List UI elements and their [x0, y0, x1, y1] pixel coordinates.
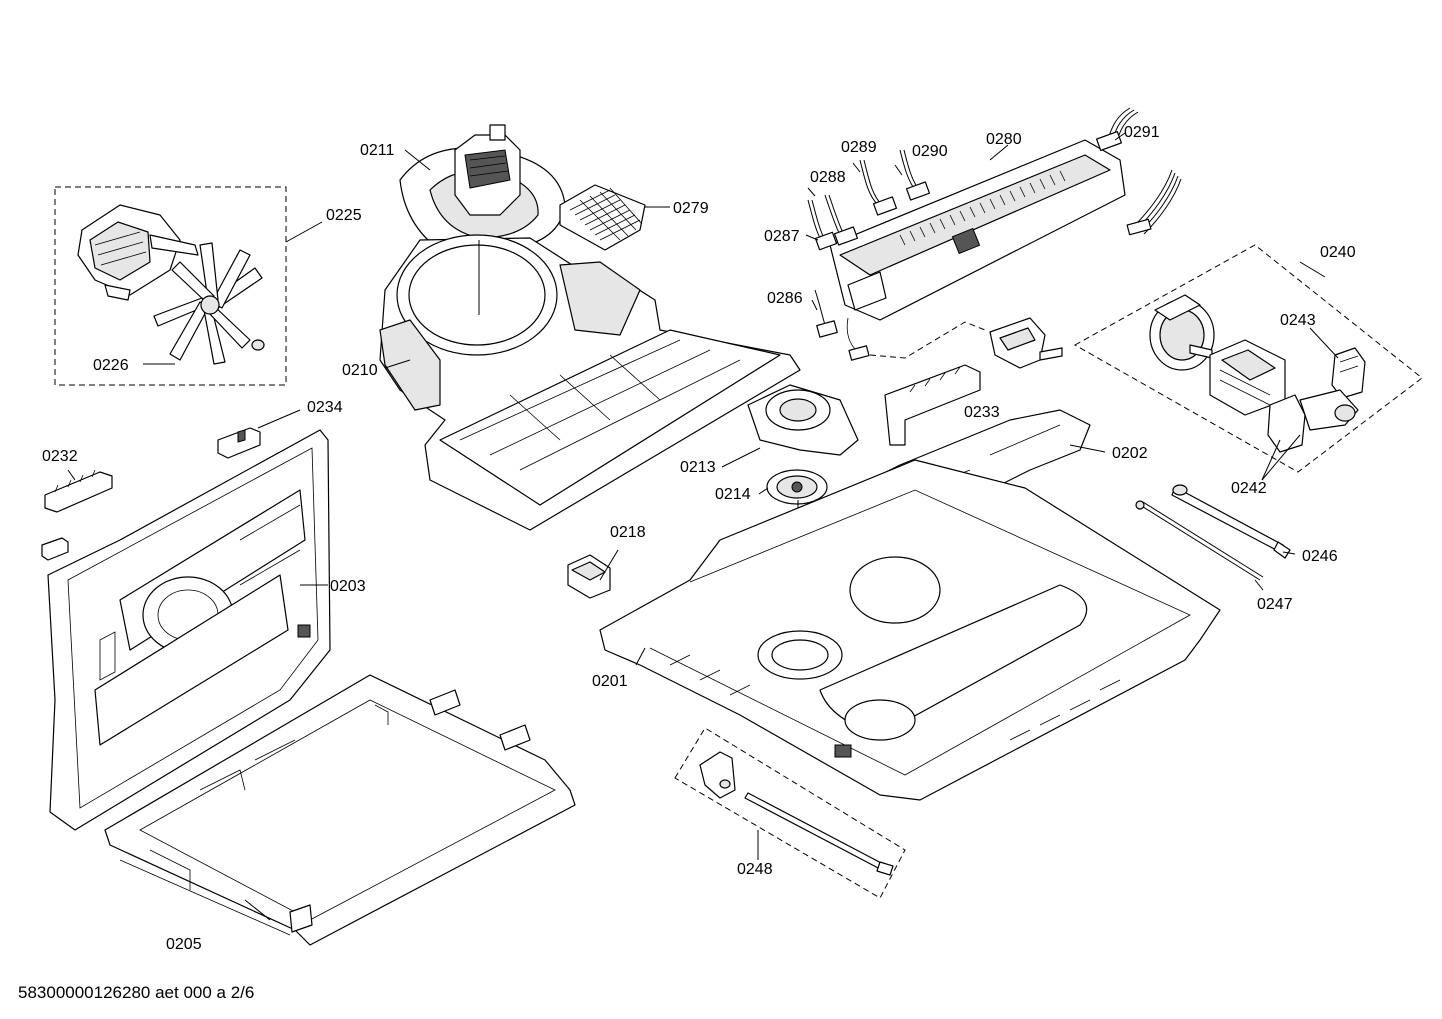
label-0279: 0279 [673, 200, 709, 217]
label-0233: 0233 [964, 404, 1000, 421]
label-0210: 0210 [342, 362, 378, 379]
part-0203-back-panel [47, 429, 331, 831]
part-0248-group [674, 727, 906, 899]
label-0202: 0202 [1112, 445, 1148, 462]
label-0280: 0280 [986, 131, 1022, 148]
part-0280-control-board [829, 139, 1126, 321]
label-0201: 0201 [592, 673, 628, 690]
wire-0286 [814, 289, 986, 361]
part-0211 [399, 124, 566, 251]
part-0247 [1135, 500, 1264, 581]
part-0213-fan-duct [747, 384, 859, 456]
part-0240-group [1073, 244, 1423, 473]
label-0246: 0246 [1302, 548, 1338, 565]
part-0210-frame [379, 234, 801, 531]
part-0225-group [54, 186, 323, 386]
label-0242: 0242 [1231, 480, 1267, 497]
part-0246 [1171, 484, 1291, 559]
turnspit-motor [1149, 294, 1215, 371]
fan-blade-0226 [153, 242, 265, 365]
label-0214: 0214 [715, 486, 751, 503]
label-0288: 0288 [810, 169, 846, 186]
label-0203: 0203 [330, 578, 366, 595]
label-0218: 0218 [610, 524, 646, 541]
part-0205-bottom-tray [104, 674, 576, 946]
label-0205: 0205 [166, 936, 202, 953]
part-0233 [884, 364, 981, 446]
label-0287: 0287 [764, 228, 800, 245]
footer-document-code: 58300000126280 aet 000 a 2/6 [18, 983, 254, 1002]
label-0240: 0240 [1320, 244, 1356, 261]
switch-part [989, 317, 1063, 369]
wire-0290 [899, 149, 931, 201]
label-0290: 0290 [912, 143, 948, 160]
switch-assembly [1209, 339, 1286, 416]
label-0248: 0248 [737, 861, 773, 878]
label-0226: 0226 [93, 357, 129, 374]
part-0232 [41, 469, 113, 561]
wire-0288 [824, 194, 859, 246]
wire-0289 [859, 159, 898, 216]
part-0214-fan-wheel [766, 469, 828, 505]
label-0243: 0243 [1280, 312, 1316, 329]
part-labels: 0211 0225 0226 0279 0210 0289 0290 0280 … [42, 124, 1356, 953]
label-0291: 0291 [1124, 124, 1160, 141]
label-0247: 0247 [1257, 596, 1293, 613]
label-0234: 0234 [307, 399, 343, 416]
label-0225: 0225 [326, 207, 362, 224]
part-0242 [1267, 389, 1359, 453]
label-0289: 0289 [841, 139, 877, 156]
part-0279-heatsink [559, 184, 646, 251]
label-0286: 0286 [767, 290, 803, 307]
part-0218 [567, 554, 611, 599]
part-0201-base-plate [599, 459, 1221, 801]
wire-ribbon [1126, 169, 1182, 236]
wire-0287 [807, 199, 838, 251]
part-0234 [217, 427, 261, 459]
label-0213: 0213 [680, 459, 716, 476]
convection-fan-motor [77, 204, 199, 301]
label-0211: 0211 [360, 142, 395, 159]
part-0243 [1331, 347, 1366, 399]
label-0232: 0232 [42, 448, 78, 465]
